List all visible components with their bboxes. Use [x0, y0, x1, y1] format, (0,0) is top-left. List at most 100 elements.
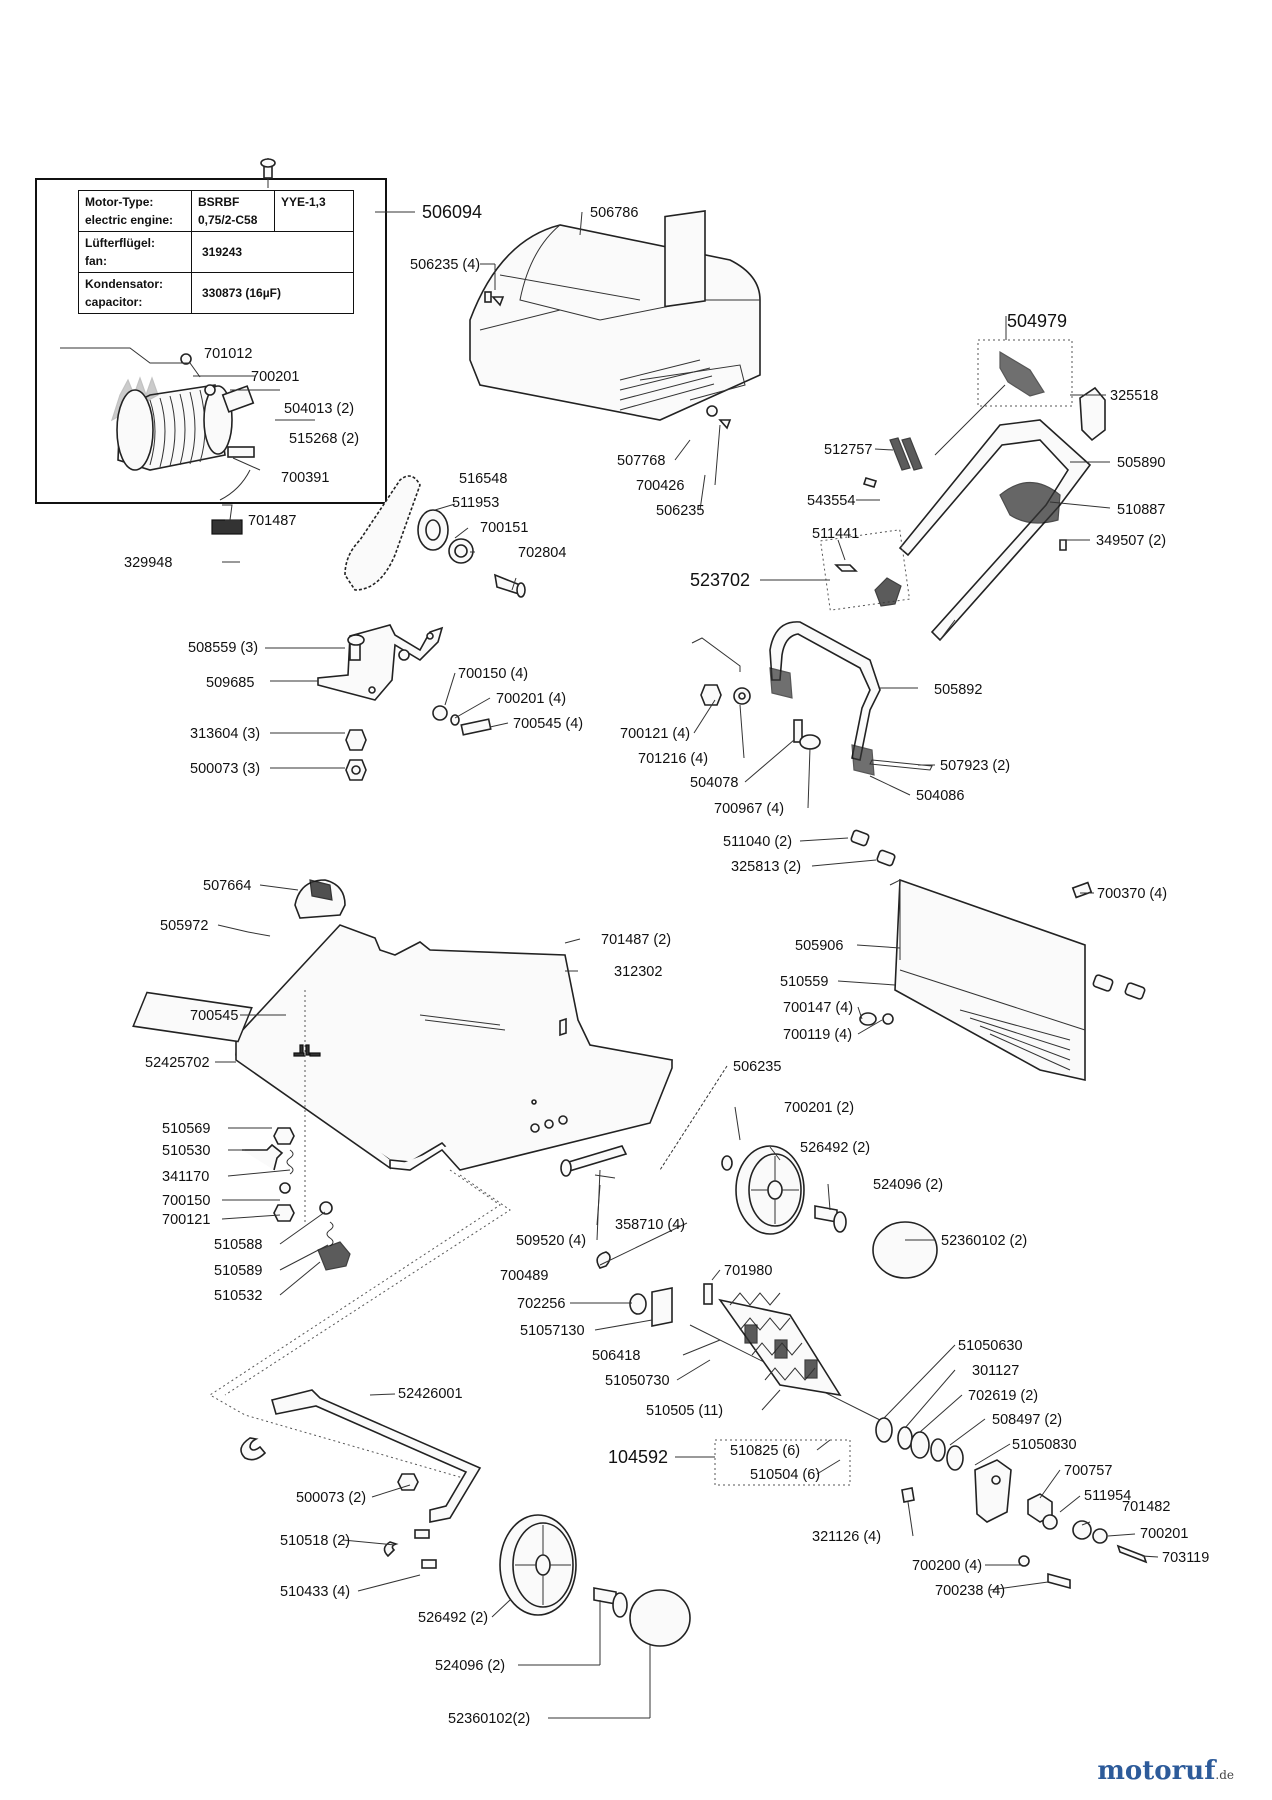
label-507664: 507664 [203, 878, 251, 894]
label-543554: 543554 [807, 493, 855, 509]
label-510505: 510505 (11) [646, 1403, 723, 1419]
label-526492-2-rear: 526492 (2) [418, 1610, 488, 1626]
label-506418: 506418 [592, 1348, 640, 1364]
label-504078: 504078 [690, 775, 738, 791]
label-510588: 510588 [214, 1237, 262, 1253]
label-301127: 301127 [972, 1363, 1019, 1379]
label-325518: 325518 [1110, 388, 1158, 404]
label-358710: 358710 (4) [615, 1217, 685, 1233]
spec-capacitor-value: 330873 (16µF) [191, 272, 354, 314]
part-number-labels: 506094 701012 700201 504013 (2) 515268 (… [124, 202, 1209, 1727]
label-500073-3: 500073 (3) [190, 761, 260, 777]
label-506786: 506786 [590, 205, 638, 221]
upper-handle [819, 339, 1106, 642]
label-511954: 511954 [1084, 1488, 1131, 1504]
label-510589: 510589 [214, 1263, 262, 1279]
label-505906: 505906 [795, 938, 843, 954]
drive-belt [344, 475, 526, 598]
label-701012: 701012 [204, 346, 252, 362]
label-505890: 505890 [1117, 455, 1165, 471]
motor-bracket [317, 624, 492, 781]
label-700200: 700200 (4) [912, 1558, 982, 1574]
rear-axle [240, 1389, 482, 1569]
label-524096-rear: 524096 (2) [435, 1658, 505, 1674]
roller-blades [718, 1292, 842, 1397]
label-524096-2: 524096 (2) [873, 1177, 943, 1193]
label-700201-hub: 700201 [1140, 1526, 1188, 1542]
label-515268: 515268 (2) [289, 431, 359, 447]
label-504086: 504086 [916, 788, 964, 804]
label-526492-2-front: 526492 (2) [800, 1140, 870, 1156]
label-700151: 700151 [480, 520, 528, 536]
label-510559: 510559 [780, 974, 828, 990]
label-329948: 329948 [124, 555, 172, 571]
label-702256: 702256 [517, 1296, 565, 1312]
label-700391: 700391 [281, 470, 329, 486]
scarifier-roller [596, 1251, 1148, 1590]
label-505972: 505972 [160, 918, 208, 934]
label-52425702: 52425702 [145, 1055, 210, 1071]
label-700121: 700121 [162, 1212, 210, 1228]
label-700121-4: 700121 (4) [620, 726, 690, 742]
label-703119: 703119 [1162, 1550, 1209, 1566]
label-511040: 511040 (2) [723, 834, 792, 850]
label-510532: 510532 [214, 1288, 262, 1304]
spacers [850, 829, 1146, 1000]
wheel-front [721, 1145, 938, 1279]
motor-spec-table: Motor-Type: electric engine: BSRBF 0,75/… [78, 190, 354, 314]
axle-bar [560, 1145, 628, 1179]
label-700147: 700147 (4) [783, 1000, 853, 1016]
label-508497: 508497 (2) [992, 1412, 1062, 1428]
label-511441: 511441 [812, 526, 859, 542]
label-700150-4: 700150 (4) [458, 666, 528, 682]
label-701482: 701482 [1122, 1499, 1170, 1515]
label-700757: 700757 [1064, 1463, 1112, 1479]
label-700545: 700545 [190, 1008, 238, 1024]
label-509520: 509520 (4) [516, 1233, 586, 1249]
label-506235: 506235 [656, 503, 704, 519]
grass-bag-cover [469, 210, 761, 430]
label-700150: 700150 [162, 1193, 210, 1209]
label-51050830: 51050830 [1012, 1437, 1077, 1453]
motor-inset-frame [35, 178, 387, 504]
motor-assembly [110, 158, 276, 535]
label-52360102-2: 52360102 (2) [941, 1233, 1027, 1249]
label-104592: 104592 [608, 1447, 668, 1467]
label-51057130: 51057130 [520, 1323, 585, 1339]
label-509685: 509685 [206, 675, 254, 691]
label-510518: 510518 (2) [280, 1533, 350, 1549]
label-701487-2: 701487 (2) [601, 932, 671, 948]
spec-motor-type-value: BSRBF 0,75/2-C58 [191, 190, 275, 232]
label-701216-4: 701216 (4) [638, 751, 708, 767]
label-510504: 510504 (6) [750, 1467, 820, 1483]
label-52426001: 52426001 [398, 1386, 463, 1402]
spec-motor-type-value-alt: YYE-1,3 [274, 190, 354, 232]
brand-logo: motoruf.de [1097, 1756, 1234, 1786]
label-700119: 700119 (4) [783, 1027, 852, 1043]
label-516548: 516548 [459, 471, 507, 487]
label-510825: 510825 (6) [730, 1443, 800, 1459]
main-deck [132, 924, 674, 1171]
label-312302: 312302 [614, 964, 662, 980]
wheel-rear [499, 1514, 691, 1647]
height-adjust-parts [242, 990, 351, 1271]
label-500073-2: 500073 (2) [296, 1490, 366, 1506]
label-702804: 702804 [518, 545, 566, 561]
label-504979: 504979 [1007, 311, 1067, 331]
label-510433: 510433 (4) [280, 1584, 350, 1600]
lower-handle [691, 621, 933, 776]
height-knob [247, 879, 346, 937]
label-506235-deck: 506235 [733, 1059, 781, 1075]
label-701487: 701487 [248, 513, 296, 529]
label-510530: 510530 [162, 1143, 210, 1159]
label-510569: 510569 [162, 1121, 210, 1137]
label-506094: 506094 [422, 202, 482, 222]
label-349507: 349507 (2) [1096, 533, 1166, 549]
label-702619: 702619 (2) [968, 1388, 1038, 1404]
label-700370: 700370 (4) [1097, 886, 1167, 902]
label-508559: 508559 (3) [188, 640, 258, 656]
label-701980: 701980 [724, 1263, 772, 1279]
label-511953: 511953 [452, 495, 499, 511]
label-523702: 523702 [690, 570, 750, 590]
